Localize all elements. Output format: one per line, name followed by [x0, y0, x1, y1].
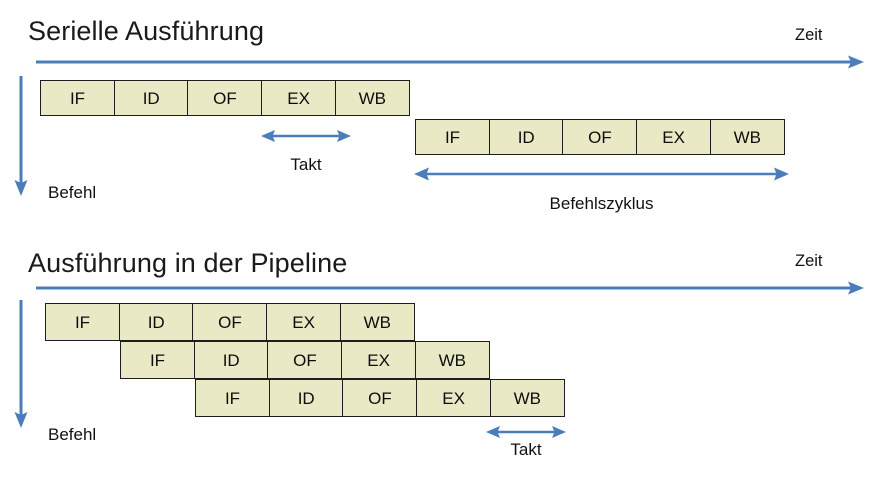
serial-time-axis-label: Zeit [795, 26, 823, 44]
stage-cell-if: IF [415, 119, 490, 155]
serial-takt-measure-arrow [261, 130, 351, 142]
serial-instruction-row-1: IF ID OF EX WB [40, 80, 410, 116]
pipeline-time-axis-label: Zeit [795, 252, 823, 270]
stage-cell-of: OF [267, 341, 343, 379]
stage-cell-ex: EX [261, 80, 337, 116]
stage-cell-ex: EX [416, 379, 492, 417]
pipeline-instruction-row-1: IF ID OF EX WB [45, 303, 415, 341]
stage-cell-of: OF [187, 80, 263, 116]
serial-takt-measure-label: Takt [290, 155, 322, 174]
pipeline-instruction-row-3: IF ID OF EX WB [195, 379, 565, 417]
stage-cell-wb: WB [334, 80, 410, 116]
stage-cell-ex: EX [266, 303, 342, 341]
stage-cell-if: IF [195, 379, 270, 417]
stage-cell-id: ID [113, 80, 189, 116]
serial-section-title: Serielle Ausführung [28, 16, 265, 46]
pipeline-instruction-axis-arrow [14, 300, 28, 428]
stage-cell-wb: WB [489, 379, 565, 417]
serial-instruction-axis-arrow [14, 76, 28, 196]
pipeline-instruction-row-2: IF ID OF EX WB [120, 341, 490, 379]
stage-cell-of: OF [562, 119, 638, 155]
serial-time-axis-arrow [36, 55, 864, 69]
stage-cell-if: IF [40, 80, 115, 116]
pipeline-takt-measure-arrow [486, 426, 566, 438]
stage-cell-of: OF [342, 379, 418, 417]
stage-cell-wb: WB [339, 303, 415, 341]
serial-instruction-row-2: IF ID OF EX WB [415, 119, 785, 155]
stage-cell-id: ID [118, 303, 194, 341]
pipeline-instruction-axis-label: Befehl [48, 425, 97, 444]
stage-cell-id: ID [268, 379, 344, 417]
pipeline-time-axis-arrow [36, 281, 864, 295]
stage-cell-wb: WB [414, 341, 490, 379]
serial-befehlszyklus-measure-arrow [414, 167, 789, 181]
stage-cell-id: ID [488, 119, 564, 155]
stage-cell-if: IF [120, 341, 195, 379]
stage-cell-of: OF [192, 303, 268, 341]
stage-cell-wb: WB [709, 119, 785, 155]
stage-cell-if: IF [45, 303, 120, 341]
pipeline-takt-measure-label: Takt [510, 440, 542, 459]
serial-befehlszyklus-measure-label: Befehlszyklus [549, 194, 654, 213]
pipeline-section-title: Ausführung in der Pipeline [28, 248, 348, 278]
serial-instruction-axis-label: Befehl [48, 183, 97, 202]
stage-cell-ex: EX [636, 119, 712, 155]
stage-cell-id: ID [193, 341, 269, 379]
stage-cell-ex: EX [341, 341, 417, 379]
